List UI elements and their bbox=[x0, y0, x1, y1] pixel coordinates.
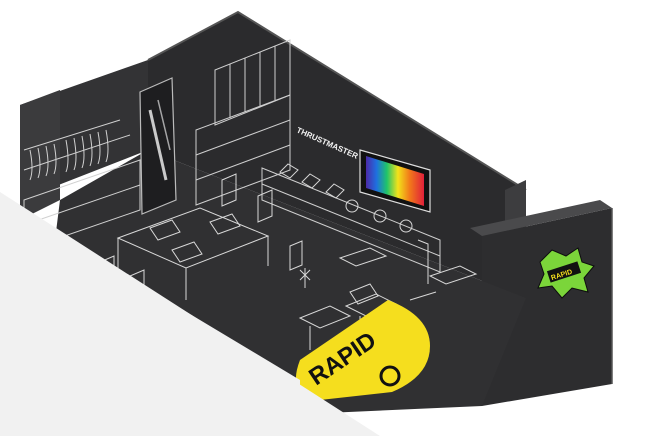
floor-decal bbox=[295, 300, 430, 400]
right-wall-top bbox=[470, 200, 612, 236]
overlay-panel-flat bbox=[0, 200, 300, 436]
wall-emblem: RAPID bbox=[537, 247, 595, 299]
wall-top-edge bbox=[147, 10, 527, 191]
back-shelving bbox=[195, 39, 441, 273]
left-side-wall bbox=[20, 90, 60, 220]
floor-decal-wheel-icon bbox=[379, 365, 401, 387]
tv-screen bbox=[366, 156, 424, 206]
back-wall bbox=[148, 12, 526, 298]
wall-displays bbox=[279, 163, 413, 233]
